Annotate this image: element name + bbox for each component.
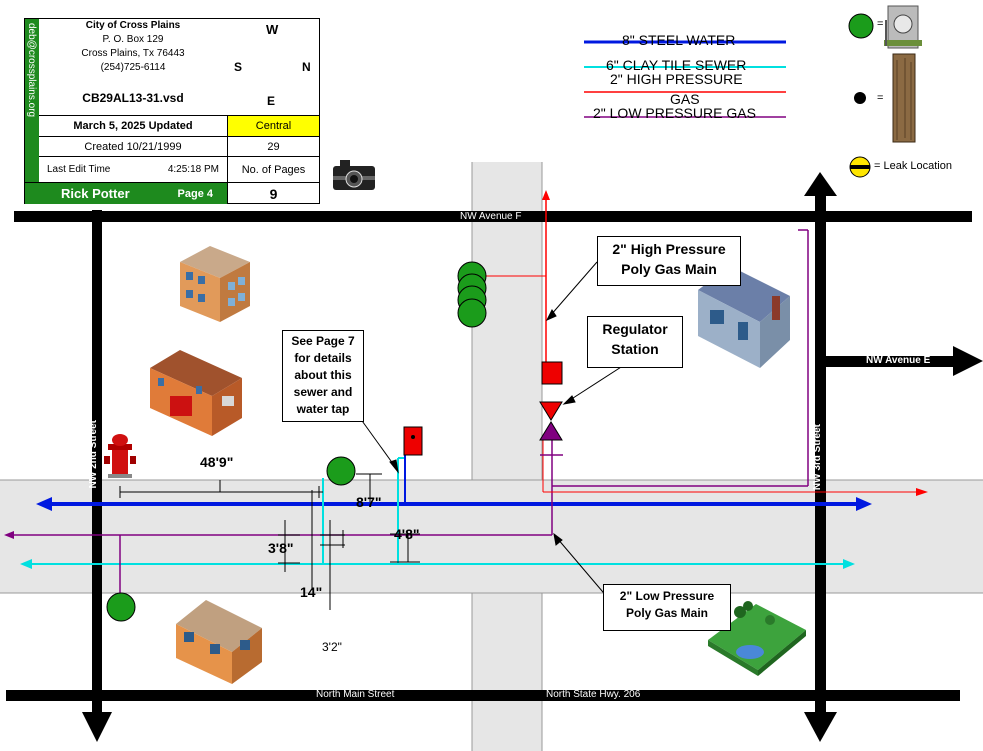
callout-line: 2" High Pressure (612, 241, 726, 257)
legend-high-pressure-label: 2" HIGH PRESSURE (610, 71, 743, 87)
last-edit-row: Last Edit Time 4:25:18 PM (39, 156, 227, 182)
street-label-nw-avenue-f: NW Avenue F (460, 211, 522, 222)
legend-pole-dot-icon (854, 92, 866, 104)
callout-line: for details (294, 351, 352, 365)
street-label-nw-3rd: NW 3rd Street (812, 424, 823, 491)
email-text: deb@crossplains.org (26, 23, 37, 118)
legend-sewer-label: 6" CLAY TILE SEWER (606, 57, 747, 73)
callout-see-page: See Page 7 for details about this sewer … (282, 330, 364, 422)
house-icon (698, 266, 790, 368)
file-name: CB29AL13-31.vsd (82, 91, 184, 105)
tap-meter-box (403, 426, 423, 456)
nw-avenue-e-line (826, 356, 958, 367)
street-label-nw-avenue-e: NW Avenue E (866, 355, 931, 366)
street-label-state-hwy: North State Hwy. 206 (546, 689, 641, 700)
legend-meter-eq: = (877, 18, 884, 30)
compass-w: W (266, 22, 279, 37)
regulator-valve-top (539, 401, 563, 421)
callout-line: 2" Low Pressure (619, 589, 715, 603)
street-label-nw-2nd: NW 2nd Street (88, 420, 99, 489)
park-icon (708, 601, 806, 676)
callout-line: sewer and (293, 385, 353, 399)
callout-line: Poly Gas Main (621, 261, 717, 277)
created-value: 29 (227, 136, 319, 156)
dimension-label: 4'8" (394, 526, 420, 542)
legend-meter-icon (848, 13, 874, 39)
author-row: Rick Potter Page 4 (25, 182, 227, 204)
nw-2nd-street-line (92, 210, 102, 722)
last-edit-label: Last Edit Time (47, 164, 111, 175)
legend-gas-label: GAS (670, 91, 700, 107)
nw-3rd-street-line (815, 192, 826, 722)
callout-line: See Page 7 (291, 334, 355, 348)
created-date: Created 10/21/1999 (39, 136, 227, 156)
updated-date: March 5, 2025 Updated (39, 115, 227, 136)
gas-meter (326, 456, 356, 486)
street-label-north-main: North Main Street (316, 689, 395, 700)
compass-n: N (302, 60, 311, 74)
dimension-label: 3'8" (268, 540, 294, 556)
apartment-building-icon (180, 246, 250, 322)
dimension-label: 14" (300, 584, 323, 600)
phone-number: (254)725-6114 (100, 62, 166, 73)
callout-line: Poly Gas Main (625, 606, 709, 620)
title-block: deb@crossplains.org City of Cross Plains… (24, 18, 320, 204)
callout-regulator-station: Regulator Station (587, 316, 683, 368)
callout-low-pressure-main: 2" Low Pressure Poly Gas Main (603, 584, 731, 631)
dimension-label: 3'2" (322, 640, 342, 654)
region-cell: Central (227, 115, 319, 136)
fire-hydrant-icon (104, 434, 136, 478)
address-line-1: P. O. Box 129 (102, 34, 164, 45)
nw-avenue-f-line (14, 211, 972, 222)
legend-leak-label: = Leak Location (874, 160, 952, 172)
legend-low-pressure-label: 2" LOW PRESSURE GAS (593, 105, 756, 121)
camera-icon (333, 160, 375, 190)
gas-meter-assembly-icon (884, 5, 922, 49)
dimension-label: 48'9" (200, 454, 234, 470)
legend-pole-eq: = (877, 92, 884, 104)
legend-water-label: 8" STEEL WATER (622, 32, 736, 48)
callout-line: water tap (296, 402, 350, 416)
compass-s: S (234, 60, 243, 74)
dimension-lines (119, 473, 420, 610)
org-address: City of Cross Plains P. O. Box 129 Cross… (39, 19, 227, 75)
fire-station-icon (150, 350, 242, 436)
regulator-valve-bottom (539, 421, 563, 441)
callout-line: Regulator (602, 321, 668, 337)
address-line-2: Cross Plains, Tx 76443 (81, 48, 185, 59)
dimension-label: 8'7" (356, 494, 382, 510)
email-sidebar: deb@crossplains.org (25, 19, 39, 185)
callout-high-pressure-main: 2" High Pressure Poly Gas Main (597, 236, 741, 286)
page-count: 9 (227, 182, 319, 204)
compass-e: E (267, 94, 276, 108)
commercial-building-icon (176, 600, 262, 684)
gas-meter (457, 298, 487, 328)
page-label: Page 4 (177, 187, 213, 200)
utility-pole-icon (892, 53, 916, 143)
callout-line: Station (611, 341, 659, 357)
state-hwy-band (472, 162, 542, 751)
callout-line: about this (294, 368, 352, 382)
last-edit-time: 4:25:18 PM (167, 164, 219, 175)
regulator-box (541, 361, 563, 385)
north-main-street-line (6, 690, 960, 701)
gas-meter (106, 592, 136, 622)
pages-label: No. of Pages (227, 156, 319, 182)
org-name: City of Cross Plains (85, 20, 181, 31)
leak-location-icon (849, 156, 871, 178)
author-name: Rick Potter (61, 186, 130, 201)
